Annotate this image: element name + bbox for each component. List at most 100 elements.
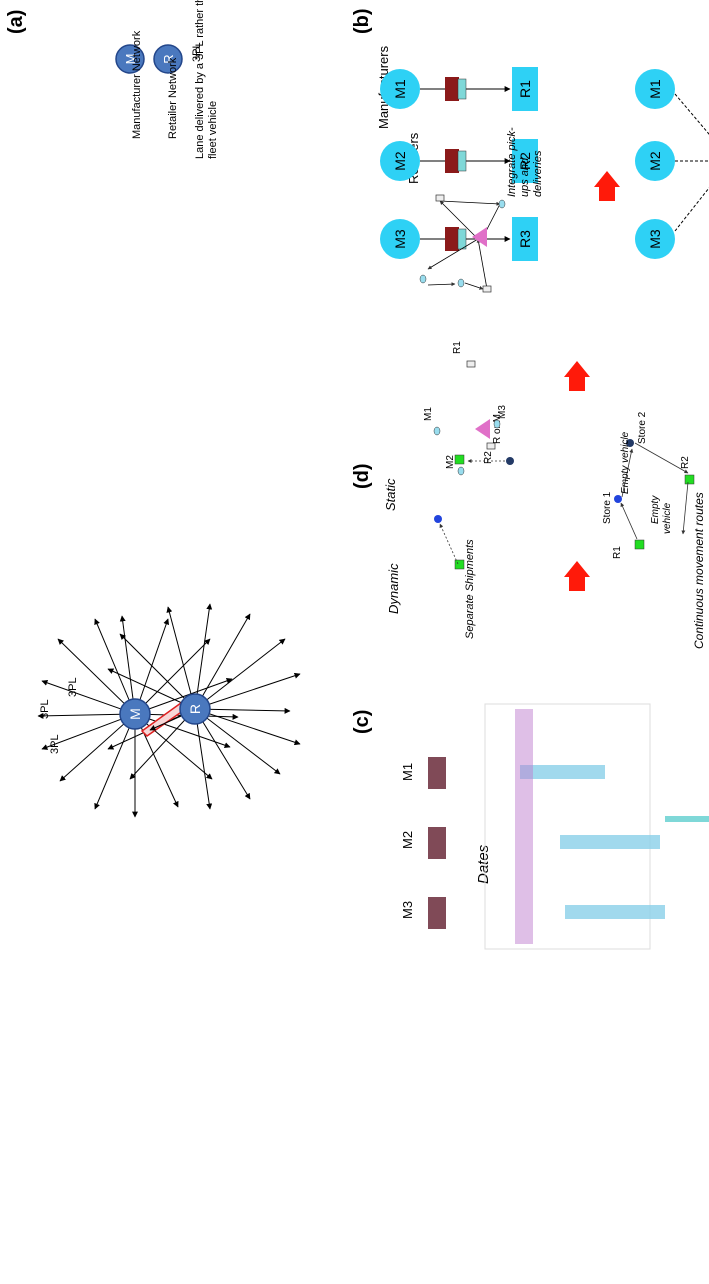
m-spokes [37, 615, 239, 818]
panel-d-label: (d) [351, 463, 373, 489]
legend-m-text: Manufacturer Network [131, 30, 143, 139]
transition-arrow-dynamic [564, 561, 590, 591]
row-m1-label: M1 [400, 763, 415, 781]
after-m3-label: M3 [647, 229, 663, 249]
dates-box [484, 703, 651, 950]
after-m2 [635, 141, 675, 181]
after-m1-label: M1 [647, 79, 663, 99]
threepl-label-2: 3PL [39, 699, 51, 719]
row-m2-label: M2 [400, 831, 415, 849]
dates-label: Dates [475, 844, 492, 884]
panel-a-label: (a) [5, 10, 27, 34]
node-r1 [435, 194, 445, 202]
static-label: Static [383, 478, 398, 511]
node-m1 [433, 426, 441, 436]
before-r1 [512, 67, 538, 111]
legend-m-symbol-label: M [123, 54, 138, 65]
before-r3-label: R3 [517, 230, 533, 248]
node-r2-label: R2 [680, 456, 691, 469]
node-rorm [472, 227, 487, 247]
before-r1-label: R1 [517, 80, 533, 98]
node-rorm-label: R or M [492, 414, 503, 444]
before-m3-label: M3 [392, 229, 408, 249]
node-r2 [482, 285, 492, 293]
schedule-bar [520, 765, 605, 779]
after-network: M1 M2 M3 hub hub [635, 69, 709, 259]
legend-r-text: Retailer Network [167, 57, 179, 139]
green-r2 [454, 454, 465, 465]
static-after: Integrate pick- ups and deliveries [419, 127, 544, 293]
node-rorm [475, 419, 490, 439]
before-network: M1 R1 M2 R2 M3 [380, 67, 538, 261]
legend-threepl-text-1: Lane delivered by a 3PL rather than own [194, 0, 206, 159]
blue-dot [434, 515, 442, 523]
schedule-bar [565, 905, 665, 919]
empty-vehicle-label: Empty vehicle [620, 431, 631, 494]
truck-icon [428, 827, 446, 859]
continuous-routes-label: Continuous movement routes [692, 492, 706, 649]
store-2-dot [626, 439, 634, 447]
before-row-3: M3 R3 [380, 217, 538, 261]
row-m3-label: M3 [400, 901, 415, 919]
legend-r-symbol [153, 44, 183, 74]
separate-shipments-label: Separate Shipments [464, 539, 476, 639]
r-spokes [107, 603, 301, 810]
green-r2 [684, 474, 695, 485]
node-r2 [486, 442, 496, 450]
integrate-line-2: ups and [519, 157, 531, 197]
store-2-label: Store 2 [637, 411, 648, 444]
schedule-bar [560, 835, 660, 849]
manufacturer-node [119, 698, 151, 730]
transition-arrow-b [594, 171, 620, 201]
integrate-line-1: Integrate pick- [506, 127, 518, 197]
rotated-figure: (a) [5, 0, 709, 950]
before-m1-label: M1 [392, 79, 408, 99]
manufacturer-node-label: M [127, 708, 143, 720]
threepl-label-1: 3PL [49, 734, 61, 754]
navy-dot [506, 457, 514, 465]
empty-label: Empty [650, 495, 661, 524]
date-highlight [515, 709, 533, 944]
dynamic-label: Dynamic [386, 563, 401, 614]
node-r1-label: R1 [452, 341, 463, 354]
before-row-1: M1 R1 [380, 67, 538, 111]
after-m2-label: M2 [647, 151, 663, 171]
legend-m-symbol [115, 44, 145, 74]
panel-a-legend: M Manufacturer Network R Retailer Networ… [115, 0, 219, 159]
retailer-node [179, 693, 211, 725]
truck-icon [428, 897, 446, 929]
legend-threepl-symbol: 3PL [191, 42, 203, 62]
before-m2-label: M2 [392, 151, 408, 171]
after-m3 [635, 219, 675, 259]
dynamic-after: Store 1 Store 2 Empty vehicle Empty vehi… [602, 411, 706, 649]
before-r2 [512, 139, 538, 183]
retailer-node-label: R [187, 704, 203, 714]
green-r1 [454, 559, 465, 570]
node-m3 [498, 199, 506, 209]
before-m3 [380, 219, 420, 259]
node-m3-label: M3 [497, 405, 508, 419]
node-m1 [419, 274, 427, 284]
after-m1 [635, 69, 675, 109]
node-r2-label: R2 [483, 451, 494, 464]
store-1-dot [614, 495, 622, 503]
before-row-2: M2 R2 [380, 139, 538, 183]
node-r1-label: R1 [612, 546, 623, 559]
node-m1-label: M1 [423, 407, 434, 421]
integrate-line-3: deliveries [532, 150, 544, 197]
node-m2 [457, 466, 465, 476]
dynamic-before: Separate Shipments [434, 454, 514, 639]
legend-r-symbol-label: R [161, 54, 176, 63]
node-m2-label: M2 [445, 455, 456, 469]
legend-threepl-text-2: fleet vehicle [207, 101, 219, 159]
transition-arrow-static [564, 361, 590, 391]
truck-icon [445, 149, 459, 173]
panel-c-image: M1 M2 M3 Dates R1 [400, 703, 709, 950]
before-r3 [512, 217, 538, 261]
node-m2 [457, 278, 465, 288]
threepl-label-3: 3PL [67, 677, 79, 697]
before-r2-label: R2 [517, 152, 533, 170]
before-m1 [380, 69, 420, 109]
